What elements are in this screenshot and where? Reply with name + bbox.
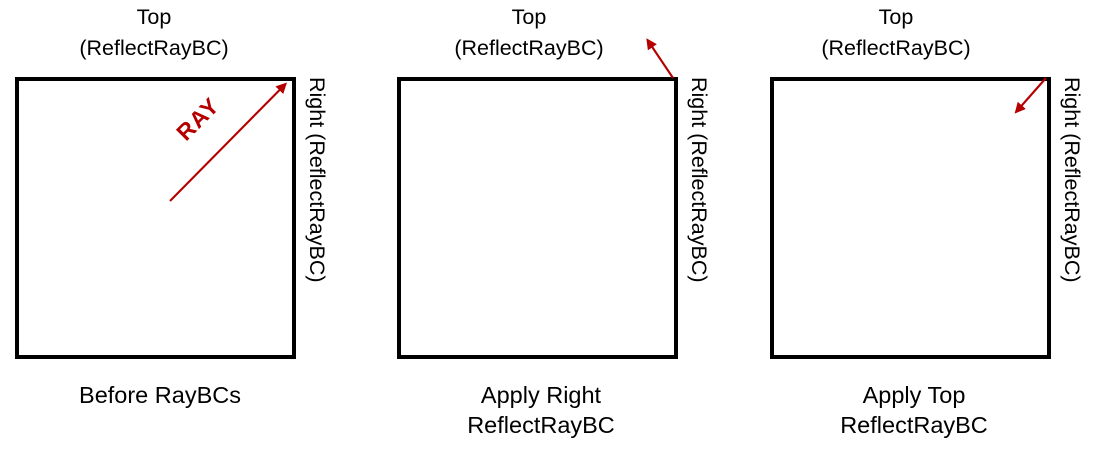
- right-boundary-label: Right (ReflectRayBC): [1060, 77, 1084, 283]
- panel-caption-line1: Apply Top: [862, 382, 966, 408]
- panel-before-raybcs: Top (ReflectRayBC) Right (ReflectRayBC) …: [0, 0, 369, 461]
- top-boundary-label: Top (ReflectRayBC): [4, 2, 304, 64]
- top-boundary-label-line1: Top: [878, 5, 914, 29]
- top-boundary-label: Top (ReflectRayBC): [379, 2, 679, 64]
- domain-box: [15, 77, 296, 359]
- domain-box: [397, 77, 678, 359]
- top-boundary-label-line2: (ReflectRayBC): [79, 36, 229, 60]
- top-boundary-label-line2: (ReflectRayBC): [454, 36, 604, 60]
- panel-caption-line1: Apply Right: [480, 382, 602, 408]
- domain-box: [770, 77, 1051, 359]
- right-boundary-label: Right (ReflectRayBC): [305, 77, 329, 283]
- top-boundary-label: Top (ReflectRayBC): [746, 2, 1046, 64]
- panel-caption-line1: Before RayBCs: [79, 382, 241, 408]
- top-boundary-label-line1: Top: [136, 5, 172, 29]
- panel-apply-top-reflectraybc: Top (ReflectRayBC) Right (ReflectRayBC) …: [738, 0, 1107, 461]
- panel-caption: Before RayBCs: [0, 380, 330, 410]
- right-boundary-label: Right (ReflectRayBC): [687, 77, 711, 283]
- panel-apply-right-reflectraybc: Top (ReflectRayBC) Right (ReflectRayBC) …: [369, 0, 738, 461]
- panel-caption: Apply Top ReflectRayBC: [744, 380, 1084, 440]
- top-boundary-label-line2: (ReflectRayBC): [821, 36, 971, 60]
- panel-caption-line2: ReflectRayBC: [467, 412, 615, 438]
- top-boundary-label-line1: Top: [511, 5, 547, 29]
- panel-caption-line2: ReflectRayBC: [840, 412, 988, 438]
- panel-caption: Apply Right ReflectRayBC: [371, 380, 711, 440]
